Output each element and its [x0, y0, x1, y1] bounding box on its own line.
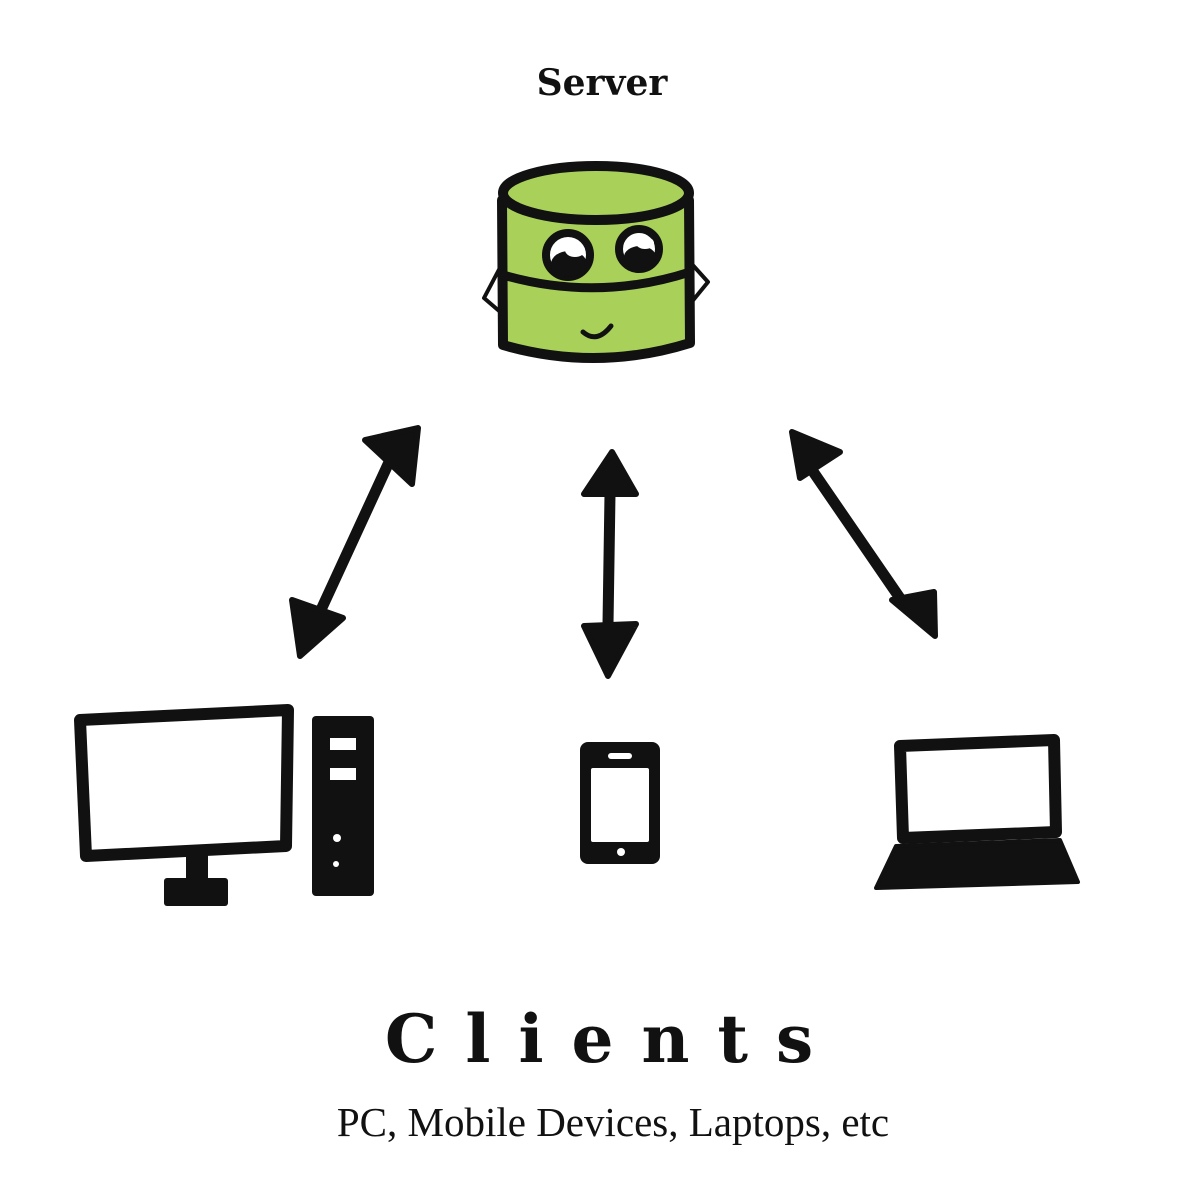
- clients-subtitle: PC, Mobile Devices, Laptops, etc: [336, 1099, 890, 1145]
- arrow-server-mobile: [581, 449, 639, 679]
- server-middle-band: [498, 267, 695, 293]
- arrowhead-down: [889, 589, 938, 639]
- server-right-eye: [615, 225, 663, 273]
- arrow-server-laptop: [789, 429, 938, 639]
- server-label: Server: [536, 62, 668, 104]
- arrowhead-down: [581, 621, 639, 679]
- server-left-eye: [542, 229, 594, 281]
- clients-label: Clients: [384, 1000, 842, 1078]
- pc-tower-icon: [312, 716, 374, 896]
- arrowhead-up: [362, 425, 421, 487]
- arrowhead-up: [581, 449, 639, 497]
- server-smile: [580, 323, 614, 340]
- server-top: [498, 161, 694, 225]
- server-right-arm: [688, 260, 710, 306]
- mobile-phone-icon: [580, 742, 660, 864]
- monitor-icon: [74, 704, 294, 906]
- laptop-keyboard-base: [874, 838, 1080, 890]
- arrow-server-desktop: [289, 425, 421, 659]
- desktop-pc-icon: [74, 704, 374, 906]
- arrowhead-up: [789, 429, 843, 481]
- server-database-icon: [482, 161, 710, 363]
- arrowhead-down: [289, 597, 346, 659]
- laptop-icon: [874, 734, 1080, 890]
